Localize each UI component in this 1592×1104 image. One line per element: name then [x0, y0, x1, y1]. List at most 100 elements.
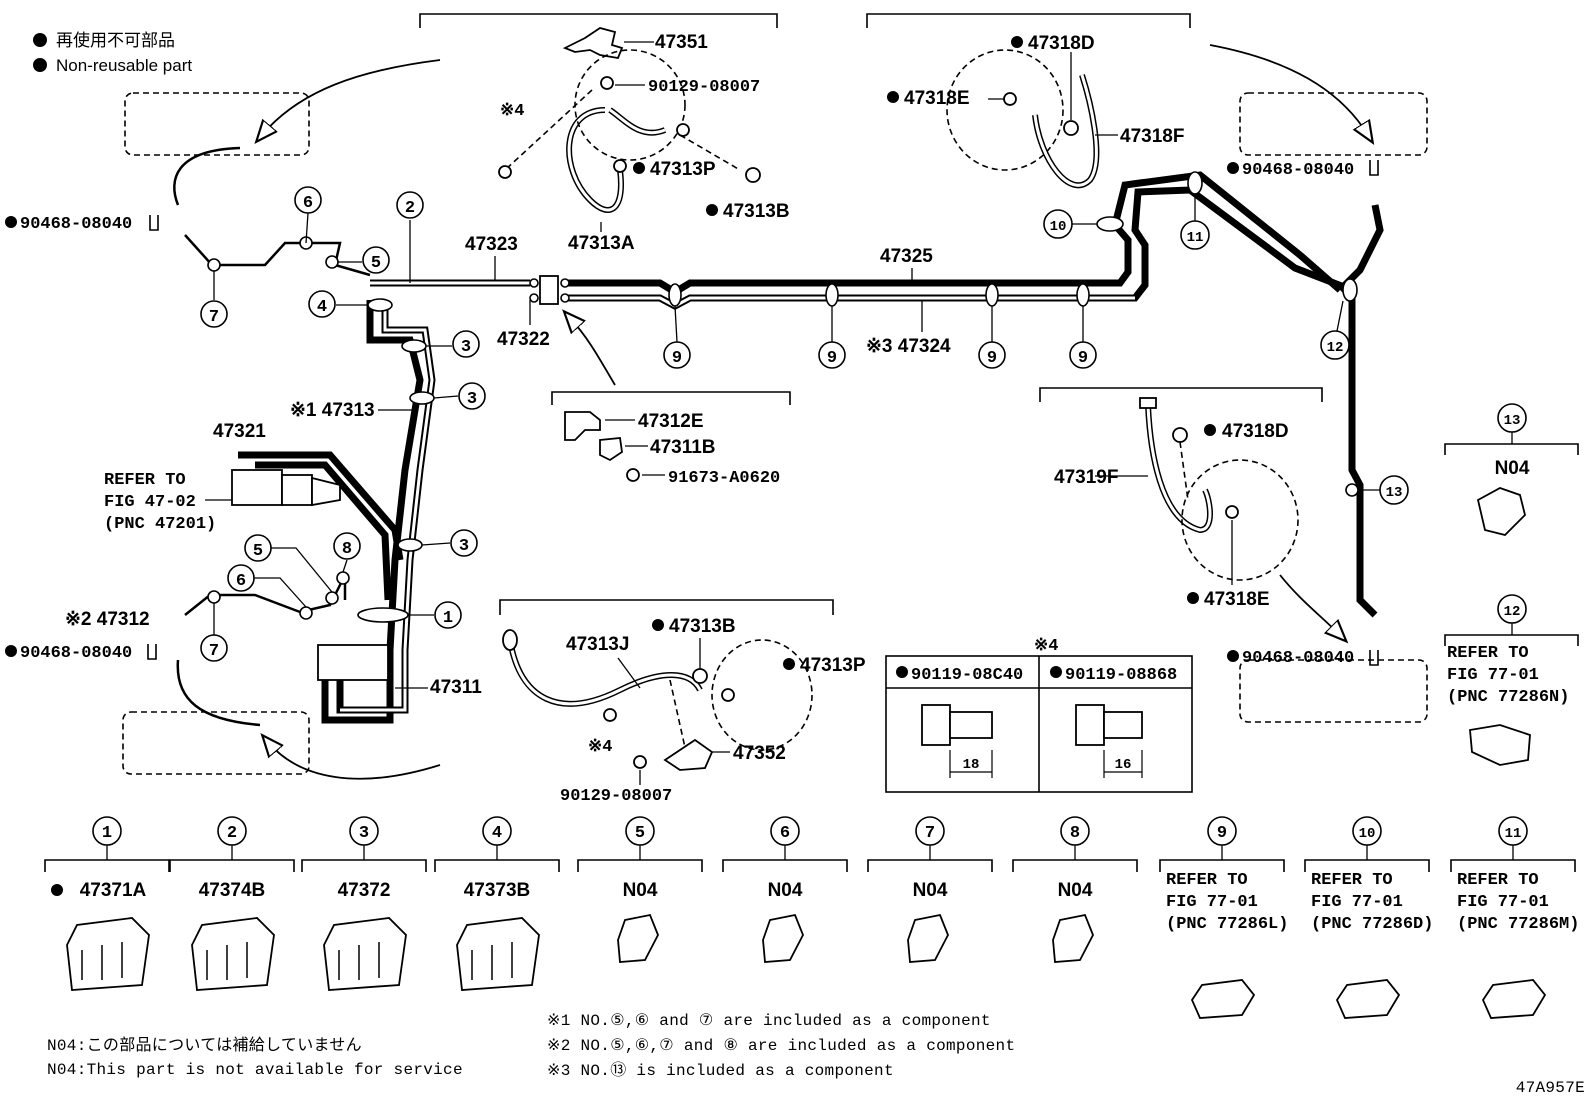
nonreuse-bullet-icon	[1227, 650, 1239, 662]
part-number: 47372	[338, 880, 391, 901]
callout-4: 4	[317, 298, 327, 317]
refer-line: (PNC 77286D)	[1311, 915, 1433, 934]
callout-3: 3	[461, 338, 471, 357]
refer-fig4702-line3: (PNC 47201)	[104, 515, 216, 534]
callout-13: 13	[1504, 413, 1521, 429]
label-47311B: 47311B	[650, 437, 716, 458]
label-47313B-top: 47313B	[723, 201, 790, 222]
callout-11: 11	[1505, 826, 1522, 842]
label-47312: ※2 47312	[65, 609, 150, 630]
note-ref3: ※3 NO.⑬ is included as a component	[547, 1061, 894, 1080]
connection-box	[122, 711, 310, 775]
callout-9: 9	[1078, 349, 1088, 368]
refer12-line1: REFER TO	[1447, 644, 1529, 663]
label-47313P-bot: 47313P	[800, 655, 866, 676]
nonreuse-bullet-icon	[633, 162, 645, 174]
clip-13-detail: 13 N04	[1444, 403, 1579, 536]
clamp-icon	[456, 917, 540, 991]
note-n04-jp: N04:この部品については補給していません	[47, 1036, 362, 1055]
clip-icon	[1335, 979, 1401, 1019]
label-47312E: 47312E	[638, 411, 704, 432]
clip-icon	[617, 913, 659, 963]
ref4-bottom: ※4	[588, 738, 612, 757]
label-47321: 47321	[213, 421, 266, 442]
callout-6: 6	[780, 824, 790, 843]
label-47324: ※3 47324	[866, 336, 951, 357]
label-47313A: 47313A	[568, 233, 635, 254]
clamp-icon	[323, 917, 407, 991]
clip-icon	[149, 215, 159, 231]
nonreuse-bullet-icon	[783, 658, 795, 670]
callout-5: 5	[253, 542, 263, 561]
joint-connector	[529, 275, 570, 305]
refer-line: FIG 77-01	[1311, 893, 1403, 912]
part-number: N04	[623, 880, 658, 901]
clip-icon	[1369, 160, 1379, 176]
nonreuse-bullet-icon	[33, 58, 47, 72]
label-47352: 47352	[733, 743, 786, 764]
refer-line: FIG 77-01	[1166, 893, 1258, 912]
label-47313B-bot: 47313B	[669, 616, 736, 637]
refer-line: REFER TO	[1457, 871, 1539, 890]
callout-3: 3	[359, 824, 369, 843]
callout-9: 9	[672, 349, 682, 368]
connection-box	[124, 92, 310, 156]
label-47323: 47323	[465, 234, 518, 255]
callout-9: 9	[1217, 824, 1227, 843]
callout-12: 12	[1504, 604, 1521, 620]
callouts: 6 2 5 4 7 3 3 3 1 8 5 6 7 9	[200, 186, 1409, 662]
bolt-icon	[1075, 704, 1105, 746]
refer-fig4702-line2: FIG 47-02	[104, 493, 196, 512]
note-n04-en: N04:This part is not available for servi…	[47, 1061, 463, 1079]
refer-line: FIG 77-01	[1457, 893, 1549, 912]
label-90468-tr: 90468-08040	[1242, 161, 1354, 180]
callout-1: 1	[102, 824, 112, 843]
figure-id: 47A957E	[1516, 1079, 1585, 1097]
callout-3: 3	[467, 390, 477, 409]
label-47313P-top: 47313P	[650, 159, 716, 180]
nonreuse-bullet-icon	[5, 216, 17, 228]
label-47313J: 47313J	[566, 634, 629, 655]
label-n04-13: N04	[1495, 458, 1530, 479]
nonreuse-bullet-icon	[51, 884, 63, 896]
callout-5: 5	[371, 254, 381, 273]
clip-icon	[147, 644, 157, 660]
label-47311: 47311	[430, 677, 482, 698]
callout-1: 1	[443, 609, 453, 628]
clip-icon	[762, 913, 804, 963]
bolt-icon	[921, 704, 951, 746]
clip-labels: 90468-08040 90468-08040 90468-08040 9046…	[5, 160, 1379, 668]
line-labels: 47323 47322 47325 ※3 47324 ※1 47313 4732…	[65, 234, 951, 698]
direction-arrow	[1209, 44, 1368, 135]
label-47318D-top: 47318D	[1028, 33, 1095, 54]
note-ref2: ※2 NO.⑤,⑥,⑦ and ⑧ are included as a comp…	[547, 1037, 1015, 1055]
label-47319F: 47319F	[1054, 467, 1118, 488]
callout-11: 11	[1187, 230, 1204, 246]
connection-box	[1239, 92, 1428, 156]
joint-bolt-group: 47312E 47311B 91673-A0620	[551, 391, 791, 488]
label-47318E-mid: 47318E	[1204, 589, 1270, 610]
clip-icon	[1369, 650, 1379, 666]
part-number: N04	[913, 880, 948, 901]
refer12-line3: (PNC 77286N)	[1447, 688, 1569, 707]
ref4-top: ※4	[500, 102, 524, 121]
bolt-len-2: 16	[1115, 757, 1132, 773]
label-90468-mr: 90468-08040	[1242, 649, 1354, 668]
bolt-pn-1: 90119-08C40	[911, 666, 1023, 685]
bolt-pn-2: 90119-08868	[1065, 666, 1177, 685]
nonreuse-bullet-icon	[706, 204, 718, 216]
bolt-table-title: ※4	[1034, 637, 1058, 656]
callout-8: 8	[1070, 824, 1080, 843]
label-47351: 47351	[655, 32, 708, 53]
label-90129-bot: 90129-08007	[560, 787, 672, 806]
refer-line: (PNC 77286M)	[1457, 915, 1579, 934]
callout-2: 2	[405, 199, 415, 218]
bottom-parts-row: 147371A247374B347372447373B5N046N047N048…	[44, 816, 1579, 1019]
direction-arrow	[1279, 574, 1340, 635]
